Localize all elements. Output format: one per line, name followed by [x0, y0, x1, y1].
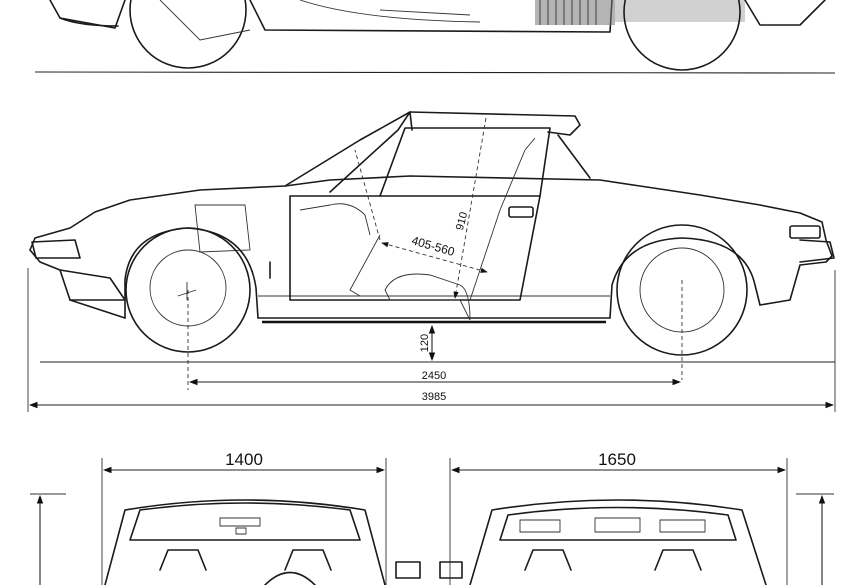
front-wheel-top [129, 0, 247, 69]
door-handle [508, 206, 534, 218]
top-view [34, 0, 836, 74]
overall-length-label: 3985 [422, 391, 446, 403]
front-view: 1400 [30, 450, 421, 585]
leg-room-label: 405-560 [410, 233, 457, 259]
front-track-label: 1400 [225, 450, 263, 469]
rear-wheel [616, 224, 748, 380]
wheelbase-label: 2450 [422, 370, 446, 382]
rear-width-label: 1650 [598, 450, 636, 469]
side-view: 120 405-560 910 2450 3985 [27, 111, 836, 412]
seat-height-label: 910 [454, 211, 470, 232]
ground-clearance-label: 120 [419, 334, 431, 352]
rear-view: 1650 [439, 450, 834, 585]
rear-wheel-top [623, 0, 741, 71]
